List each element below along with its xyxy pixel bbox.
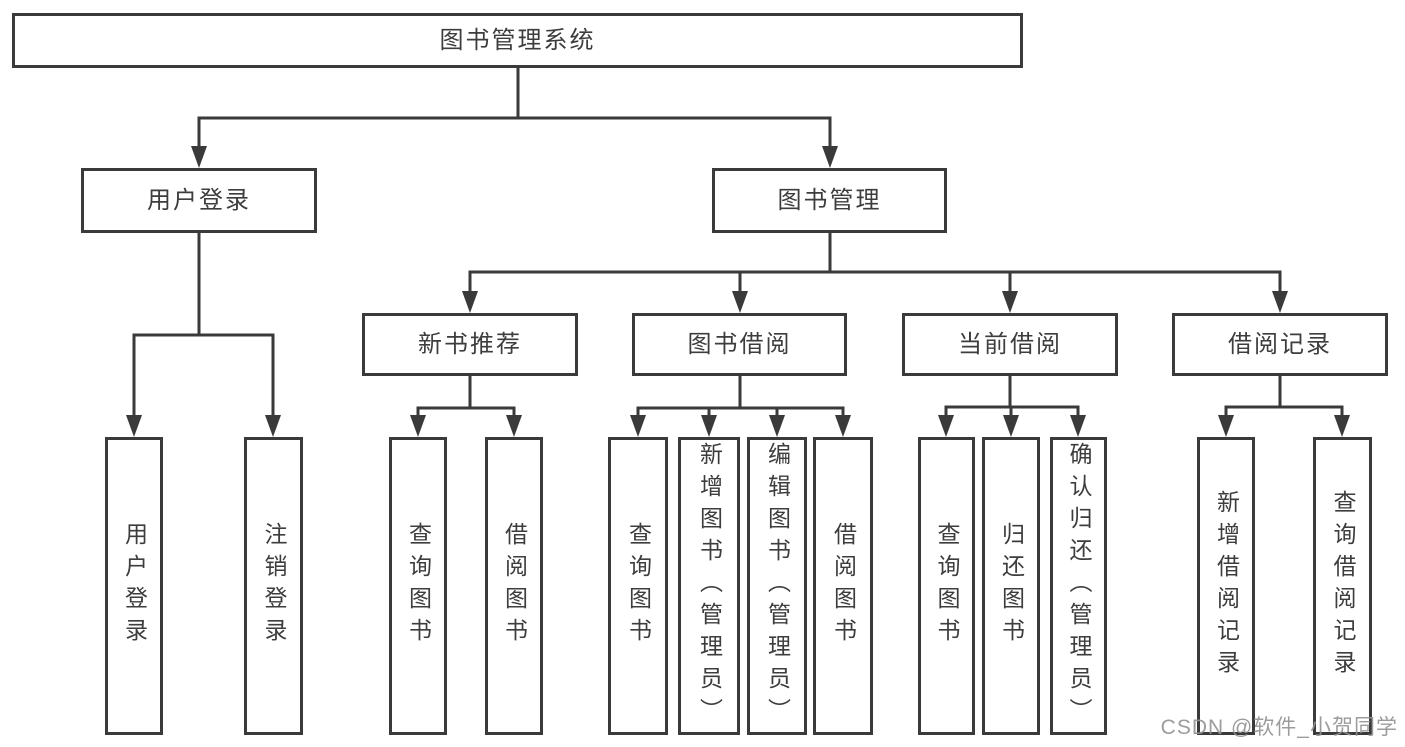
leaf-add-book-admin: 新增图书（管理员） — [678, 437, 740, 735]
root-node-library-system: 图书管理系统 — [12, 13, 1023, 68]
leaf-add-borrow-record: 新增借阅记录 — [1197, 437, 1255, 735]
connector-book-management-branch — [462, 233, 1288, 313]
leaf-query-books-recommend-label: 查询图书 — [405, 522, 432, 650]
leaf-user-login: 用户登录 — [105, 437, 163, 735]
leaf-return-book: 归还图书 — [982, 437, 1040, 735]
leaf-logout-label: 注销登录 — [261, 522, 287, 650]
connector-new-book-recommend-branch — [410, 376, 522, 437]
node-book-borrow: 图书借阅 — [632, 313, 847, 376]
leaf-query-books-recommend: 查询图书 — [389, 437, 447, 735]
leaf-query-books-current-label: 查询图书 — [934, 522, 960, 650]
leaf-borrow-books-recommend-label: 借阅图书 — [501, 522, 528, 650]
node-new-book-recommend: 新书推荐 — [362, 313, 578, 376]
leaf-edit-book-admin-label: 编辑图书（管理员） — [764, 442, 791, 730]
connector-borrow-records-branch — [1218, 376, 1350, 437]
leaf-query-books-borrow-label: 查询图书 — [625, 522, 652, 650]
leaf-confirm-return-admin: 确认归还（管理员） — [1050, 437, 1107, 735]
leaf-query-books-borrow: 查询图书 — [608, 437, 668, 735]
node-borrow-records: 借阅记录 — [1172, 313, 1388, 376]
leaf-edit-book-admin: 编辑图书（管理员） — [747, 437, 807, 735]
csdn-watermark: CSDN @软件_小贺同学 — [1160, 716, 1398, 739]
leaf-logout: 注销登录 — [244, 437, 303, 735]
leaf-user-login-label: 用户登录 — [121, 522, 148, 650]
leaf-borrow-books-label: 借阅图书 — [830, 522, 857, 650]
leaf-borrow-books-recommend: 借阅图书 — [485, 437, 543, 735]
leaf-add-book-admin-label: 新增图书（管理员） — [696, 442, 723, 730]
leaf-borrow-books: 借阅图书 — [813, 437, 873, 735]
node-book-management: 图书管理 — [712, 168, 947, 233]
connector-book-borrow-branch — [630, 376, 851, 437]
connector-user-login-branch — [126, 233, 281, 437]
leaf-query-borrow-record-label: 查询借阅记录 — [1330, 490, 1356, 682]
connector-current-borrow-branch — [938, 376, 1086, 437]
leaf-return-book-label: 归还图书 — [998, 522, 1025, 650]
leaf-confirm-return-admin-label: 确认归还（管理员） — [1066, 442, 1092, 730]
leaf-query-borrow-record: 查询借阅记录 — [1313, 437, 1372, 735]
leaf-add-borrow-record-label: 新增借阅记录 — [1213, 490, 1240, 682]
node-user-login: 用户登录 — [81, 168, 317, 233]
connector-root-to-level2 — [191, 68, 838, 168]
node-current-borrow: 当前借阅 — [902, 313, 1118, 376]
leaf-query-books-current: 查询图书 — [918, 437, 975, 735]
